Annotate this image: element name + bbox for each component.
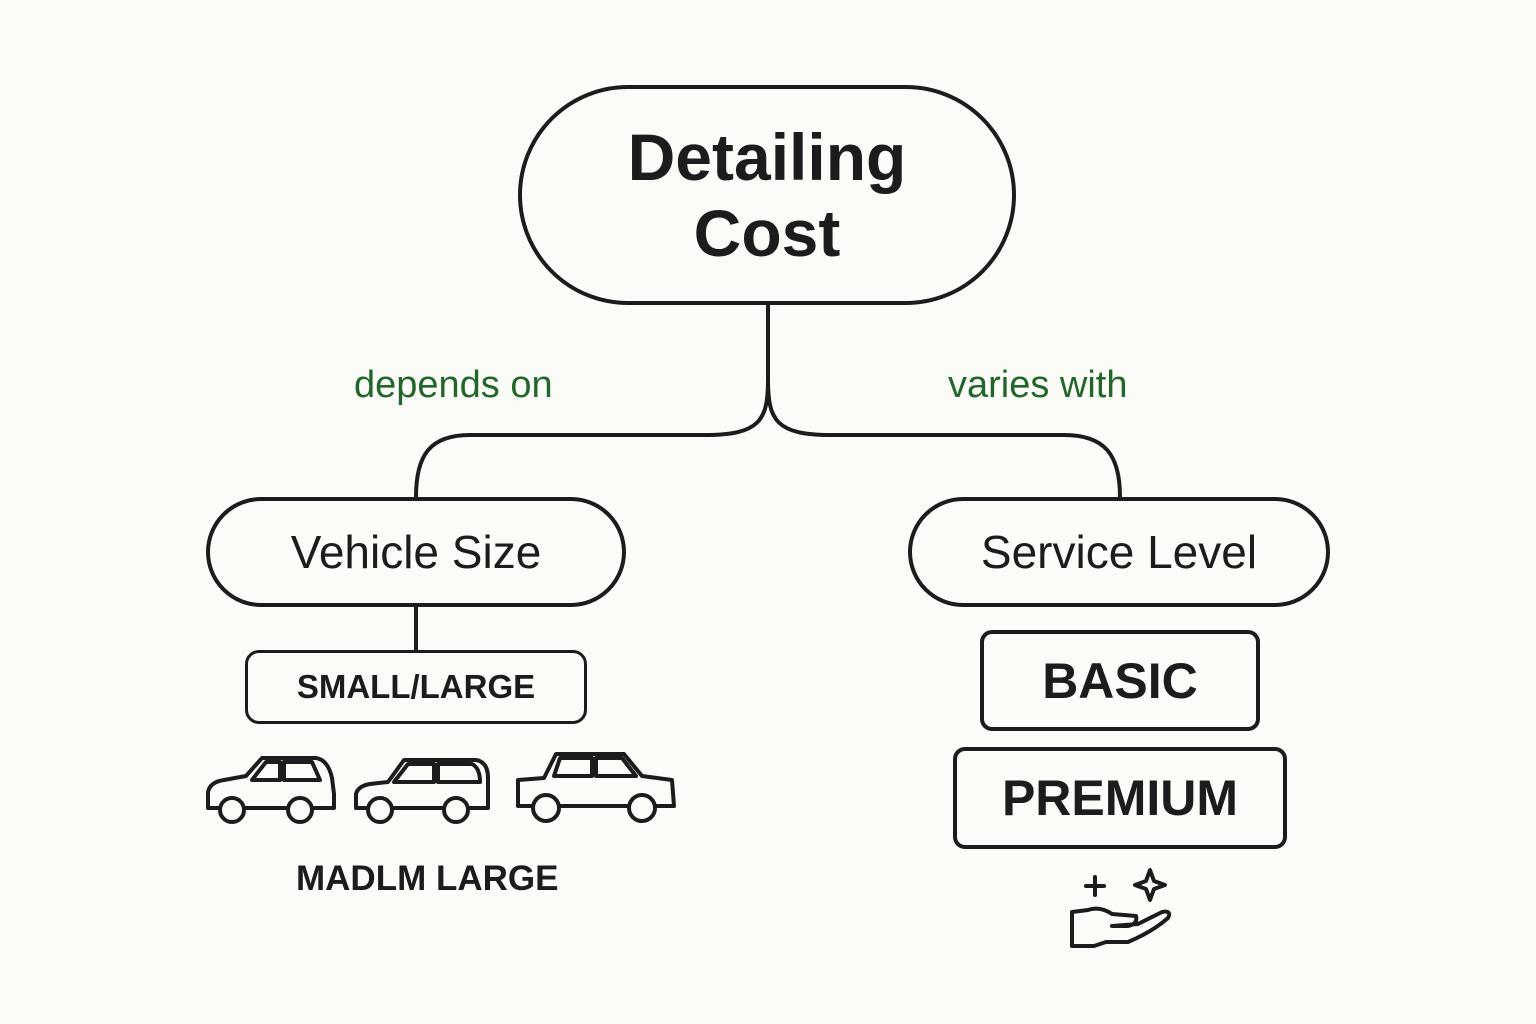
suv-car-icon [354, 758, 490, 824]
premium-tier-box: PREMIUM [953, 747, 1287, 849]
vehicle-size-node: Vehicle Size [206, 497, 626, 607]
vehicle-size-caption: MADLM LARGE [296, 859, 559, 898]
service-level-node: Service Level [908, 497, 1330, 607]
root-title-line2: Cost [693, 196, 841, 270]
hatchback-car-icon [206, 756, 336, 824]
small-large-box: SMALL/LARGE [245, 650, 587, 724]
detailing-cost-node: Detailing Cost [518, 85, 1016, 305]
varies-with-label: varies with [948, 364, 1128, 406]
sparkle-hand-icon [1070, 868, 1172, 948]
depends-on-label: depends on [354, 364, 553, 406]
basic-tier-box: BASIC [980, 630, 1260, 731]
root-title-line1: Detailing [627, 120, 907, 194]
sedan-car-icon [516, 752, 676, 823]
left-branch-connector [414, 378, 770, 499]
right-branch-connector [766, 378, 1122, 499]
